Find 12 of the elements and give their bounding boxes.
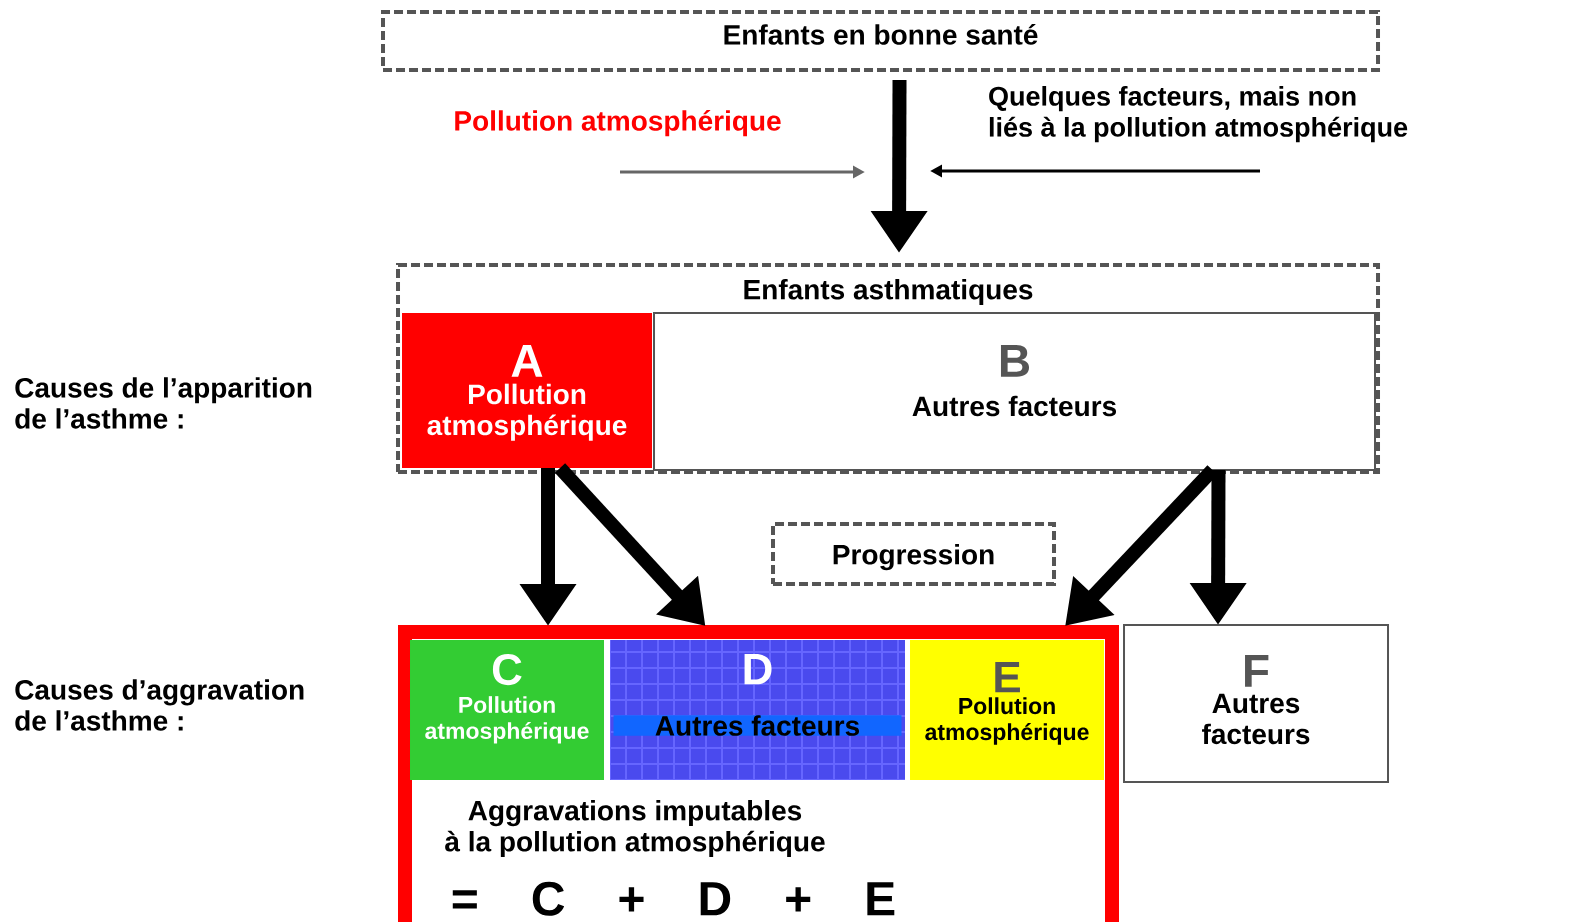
process-box: B Autres facteurs <box>653 312 1376 471</box>
text-label: Quelques facteurs, mais non liés à la pollution atmosphérique <box>989 86 1408 143</box>
process-box: D Autres facteurs <box>610 640 905 780</box>
process-box: E Pollution atmosphérique <box>910 640 1104 780</box>
dashed-box: Enfants en bonne santé <box>381 10 1380 72</box>
text-label: Pollution atmosphérique <box>455 110 781 137</box>
side-label: Causes de l’apparition de l’asthme : <box>15 377 312 429</box>
process-box: C Pollution atmosphérique <box>410 640 604 780</box>
dashed-box: Progression <box>771 522 1056 586</box>
side-label: Causes d’aggravation de l’asthme : <box>15 679 304 731</box>
process-box: A Pollution atmosphérique <box>402 313 652 468</box>
process-box: F Autres facteurs <box>1123 624 1389 783</box>
